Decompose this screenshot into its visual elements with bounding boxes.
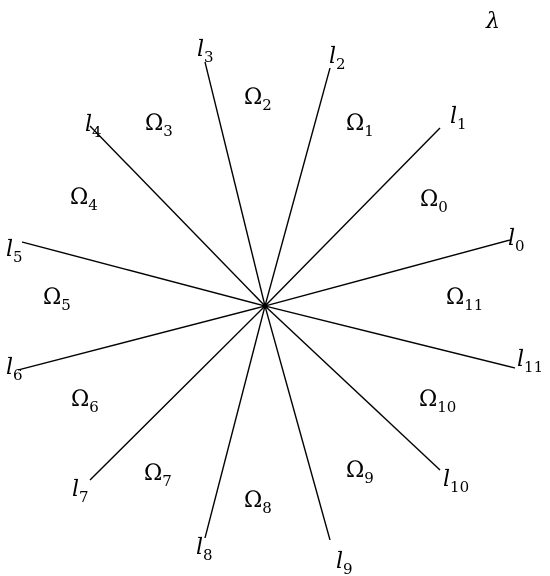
region-label-omega10: Ω10	[419, 387, 456, 416]
ray-label-l0: l0	[508, 226, 525, 255]
region-label-omega0: Ω0	[420, 187, 448, 216]
ray-l7	[89, 305, 266, 481]
region-label-omega7: Ω7	[144, 461, 172, 490]
rays	[17, 61, 516, 541]
ray-label-l11: l11	[517, 347, 543, 376]
ray-l4	[89, 125, 266, 307]
ray-label-l10: l10	[443, 467, 469, 496]
ray-label-l7: l7	[72, 477, 89, 506]
ray-l11	[264, 305, 516, 369]
lambda-label: λ	[485, 9, 500, 34]
ray-l8	[204, 305, 266, 539]
ray-label-l6: l6	[6, 355, 23, 384]
ray-label-l4: l4	[85, 112, 102, 141]
region-label-omega1: Ω1	[346, 111, 374, 140]
region-label-omega3: Ω3	[145, 111, 173, 140]
ray-label-l8: l8	[196, 535, 213, 564]
region-label-omega6: Ω6	[71, 387, 99, 416]
region-label-omega8: Ω8	[244, 488, 272, 517]
ray-label-l5: l5	[6, 237, 23, 266]
region-label-omega9: Ω9	[346, 458, 374, 487]
ray-l10	[264, 305, 441, 471]
region-label-omega11: Ω11	[446, 285, 483, 314]
ray-label-l9: l9	[336, 549, 353, 576]
ray-l0	[264, 239, 511, 307]
ray-l5	[21, 241, 266, 307]
ray-l2	[264, 67, 331, 307]
ray-label-l2: l2	[329, 44, 346, 73]
ray-l9	[264, 305, 331, 541]
region-label-omega2: Ω2	[244, 85, 272, 114]
ray-label-l3: l3	[197, 37, 214, 66]
ray-l1	[264, 127, 441, 307]
ray-l6	[17, 305, 266, 371]
region-label-omega4: Ω4	[70, 185, 98, 214]
region-label-omega5: Ω5	[43, 285, 71, 314]
labels: l0 l1 l2 l3 l4 l5 l6 l7 l8 l9 l10 l11 Ω0 Ω1 Ω2Ω3Ω4Ω5Ω6…	[6, 37, 543, 576]
ray-label-l1: l1	[450, 104, 467, 133]
ray-l3	[204, 61, 266, 307]
